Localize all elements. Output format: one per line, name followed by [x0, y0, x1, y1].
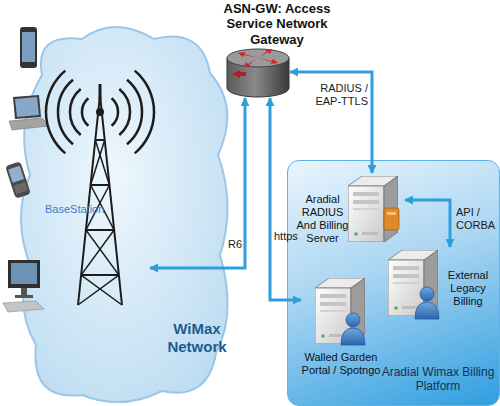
- tablet-device: [20, 27, 37, 68]
- connector-arrow: [150, 98, 245, 268]
- tower-symbol: [78, 84, 122, 305]
- radius-server-icon: [348, 176, 399, 242]
- node-text: WiMax Network: [160, 320, 234, 355]
- desktop-device: [3, 260, 44, 312]
- portal-server-icon: [315, 278, 365, 345]
- connector-label: https: [274, 230, 310, 243]
- radio-waves: [46, 71, 154, 154]
- node-text: BaseStation: [45, 203, 111, 216]
- connector-label: API / CORBA: [456, 206, 500, 232]
- laptop-device: [9, 95, 49, 130]
- connector-label: R6: [222, 238, 242, 251]
- node-text: Aradial RADIUS And Billing Server: [295, 193, 350, 245]
- connector-arrow: [270, 98, 301, 300]
- connector-label: RADIUS / EAP-TTLS: [294, 82, 368, 108]
- node-text: External Legacy Billing: [441, 269, 495, 308]
- gateway-router: ASN-GW: Access Service Network Gateway: [226, 48, 290, 98]
- network-cloud: WiMax Network BaseStation: [12, 15, 237, 405]
- connector-arrow: [405, 200, 450, 247]
- router-outline: [226, 48, 290, 98]
- node-text: Walled Garden Portal / Spotngo: [291, 351, 391, 377]
- connector-arrow: [290, 72, 372, 173]
- node-text: ASN-GW: Access Service Network Gateway: [221, 1, 333, 47]
- legacy-server-icon: [388, 250, 439, 319]
- phone-device: [5, 161, 31, 198]
- node-text: Aradial Wimax Billing Platform: [380, 365, 496, 393]
